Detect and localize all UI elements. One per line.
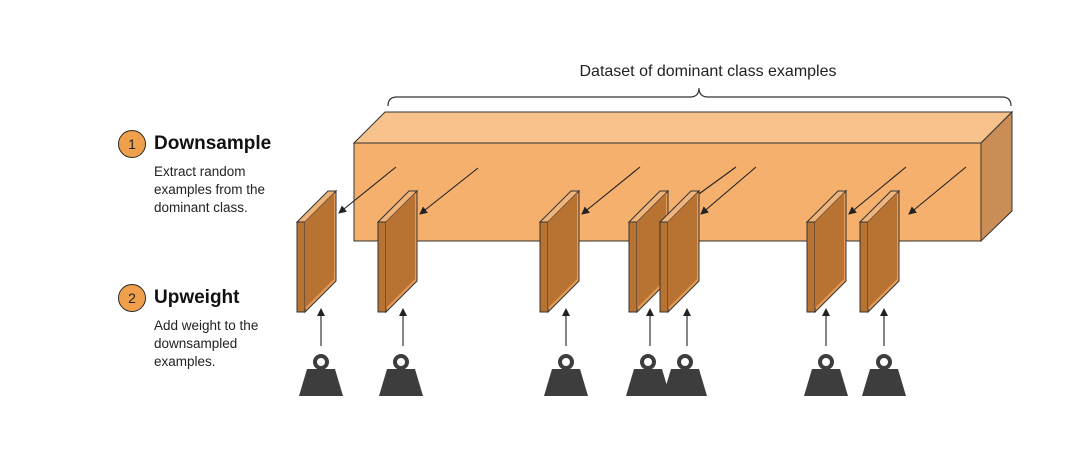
weight-icon (379, 354, 423, 396)
step-number-badge: 2 (118, 284, 146, 312)
weights (299, 354, 906, 396)
weight-icon (663, 354, 707, 396)
weight-icon (626, 354, 670, 396)
weight-icon (862, 354, 906, 396)
weight-icon (804, 354, 848, 396)
dataset-brace (387, 87, 1012, 107)
step-description: Add weight to the downsampled examples. (154, 318, 259, 369)
extract-arrow (338, 166, 397, 214)
extract-arrow (581, 166, 641, 215)
sample-slab (376, 189, 419, 314)
step-title: Upweight (154, 287, 240, 308)
extract-arrow (700, 166, 757, 215)
step-number-badge: 1 (118, 130, 146, 158)
step-upweight: 2 Upweight Add weight to the downsampled… (118, 284, 294, 371)
dataset-label: Dataset of dominant class examples (579, 63, 836, 80)
sample-slabs (295, 189, 901, 314)
sample-slab (858, 189, 901, 314)
weight-icon (544, 354, 588, 396)
step-description: Extract random examples from the dominan… (154, 164, 266, 215)
extract-arrow (848, 166, 907, 215)
extract-arrow (908, 166, 967, 215)
sample-slab (538, 189, 581, 314)
step-downsample: 1 Downsample Extract random examples fro… (118, 130, 294, 217)
sample-slab (295, 189, 338, 314)
upweight-arrows (317, 308, 888, 346)
sample-slab (658, 189, 701, 314)
sample-slab (805, 189, 848, 314)
step-title: Downsample (154, 133, 272, 154)
step-header: 2 Upweight (118, 284, 294, 312)
dataset-block-top (352, 111, 1014, 144)
weight-icon (299, 354, 343, 396)
extract-arrow (419, 167, 479, 215)
step-header: 1 Downsample (118, 130, 294, 158)
